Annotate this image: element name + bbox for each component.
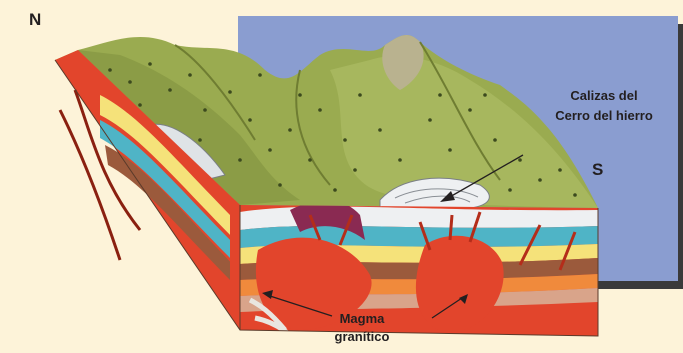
- calizas-label-line2: Cerro del hierro: [525, 106, 683, 126]
- north-label: N: [29, 10, 41, 30]
- magma-label-line2: granítico: [300, 328, 424, 346]
- magma-label-line1: Magma: [300, 310, 424, 328]
- south-label: S: [592, 160, 603, 180]
- magma-label: Magma granítico: [300, 310, 424, 346]
- calizas-label-line1: Calizas del: [525, 86, 683, 106]
- calizas-label: Calizas del Cerro del hierro: [525, 86, 683, 126]
